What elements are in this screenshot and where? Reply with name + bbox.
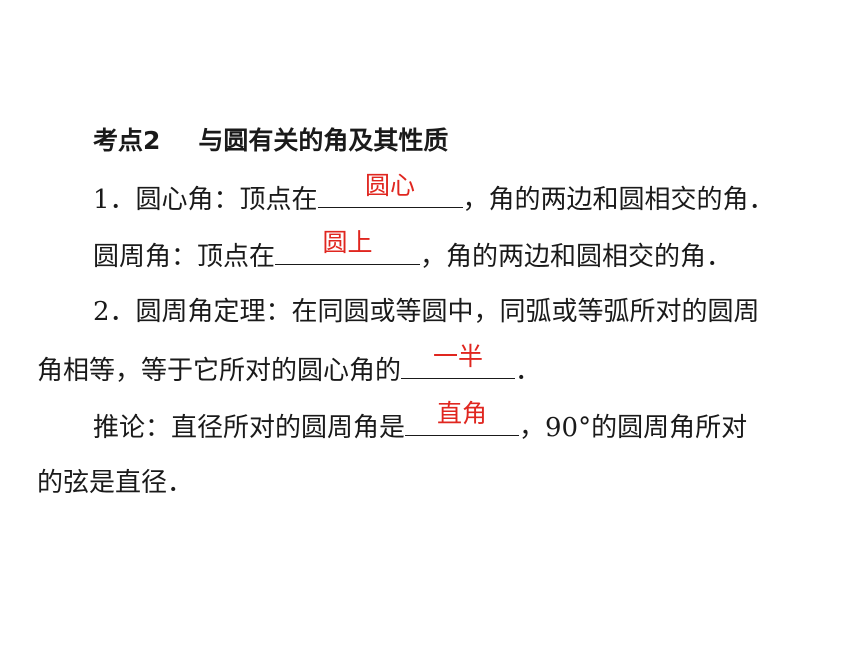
corollary-text: 推论：直径所对的圆周角是 <box>93 413 406 443</box>
blank-answer: 一半 <box>433 342 484 371</box>
corollary-text: 的弦是直径． <box>37 468 194 498</box>
corollary-text: ，90°的圆周角所对 <box>519 413 748 443</box>
theorem-text: ． <box>515 356 542 386</box>
blank-answer: 圆心 <box>365 171 416 200</box>
inscribed-angle-definition: 圆周角：顶点在 圆上 ，角的两边和圆相交的角． <box>93 228 733 272</box>
inscribed-angle-theorem-line1: 2．圆周角定理：在同圆或等圆中，同弧或等弧所对的圆周 <box>93 297 760 327</box>
fill-blank: 直角 <box>405 399 520 436</box>
theorem-text: 2．圆周角定理：在同圆或等圆中，同弧或等弧所对的圆周 <box>93 297 760 327</box>
blank-answer: 直角 <box>437 399 488 428</box>
section-heading: 考点2 与圆有关的角及其性质 <box>93 126 448 156</box>
corollary-line1: 推论：直径所对的圆周角是 直角 ，90°的圆周角所对 <box>93 399 748 443</box>
section-number: 考点2 <box>93 126 161 155</box>
blank-answer: 圆上 <box>322 228 373 257</box>
fill-blank: 圆心 <box>317 171 463 208</box>
definition-text: ，角的两边和圆相交的角． <box>420 242 733 272</box>
definition-text: 圆周角：顶点在 <box>93 242 276 272</box>
inscribed-angle-theorem-line2: 角相等，等于它所对的圆心角的 一半 ． <box>37 342 542 386</box>
definition-text: ，角的两边和圆相交的角． <box>462 185 775 215</box>
section-title: 与圆有关的角及其性质 <box>198 126 449 155</box>
central-angle-definition: 1．圆心角：顶点在 圆心 ，角的两边和圆相交的角． <box>93 171 775 215</box>
fill-blank: 圆上 <box>275 228 421 265</box>
theorem-text: 角相等，等于它所对的圆心角的 <box>37 356 402 386</box>
corollary-line2: 的弦是直径． <box>37 468 193 498</box>
definition-text: 1．圆心角：顶点在 <box>93 185 318 215</box>
fill-blank: 一半 <box>401 342 516 379</box>
